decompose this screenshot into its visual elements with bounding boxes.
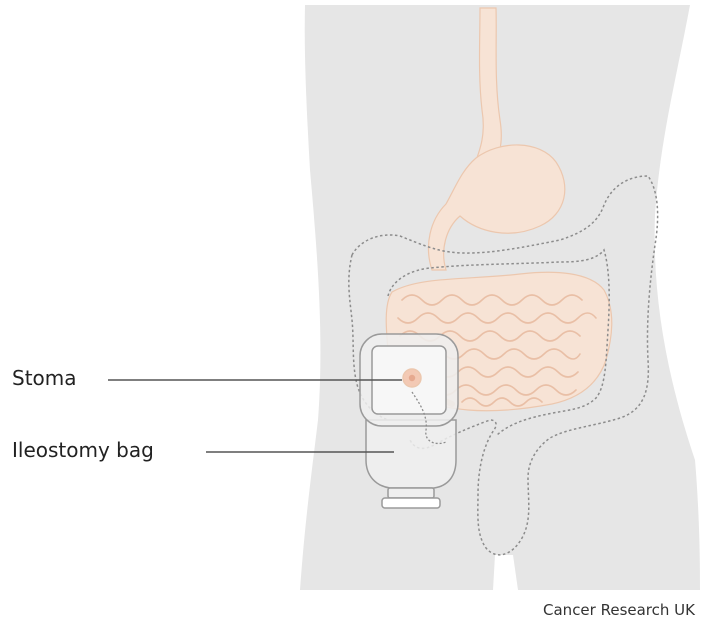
ileostomy-bag-label: Ileostomy bag xyxy=(12,440,154,460)
stoma-label: Stoma xyxy=(12,368,77,388)
ileostomy-bag-outlet xyxy=(388,488,434,498)
ileostomy-bag-pouch xyxy=(366,420,456,488)
credit-text: Cancer Research UK xyxy=(543,603,695,618)
stoma-opening xyxy=(409,375,415,381)
ileostomy-bag-clip xyxy=(382,498,440,508)
